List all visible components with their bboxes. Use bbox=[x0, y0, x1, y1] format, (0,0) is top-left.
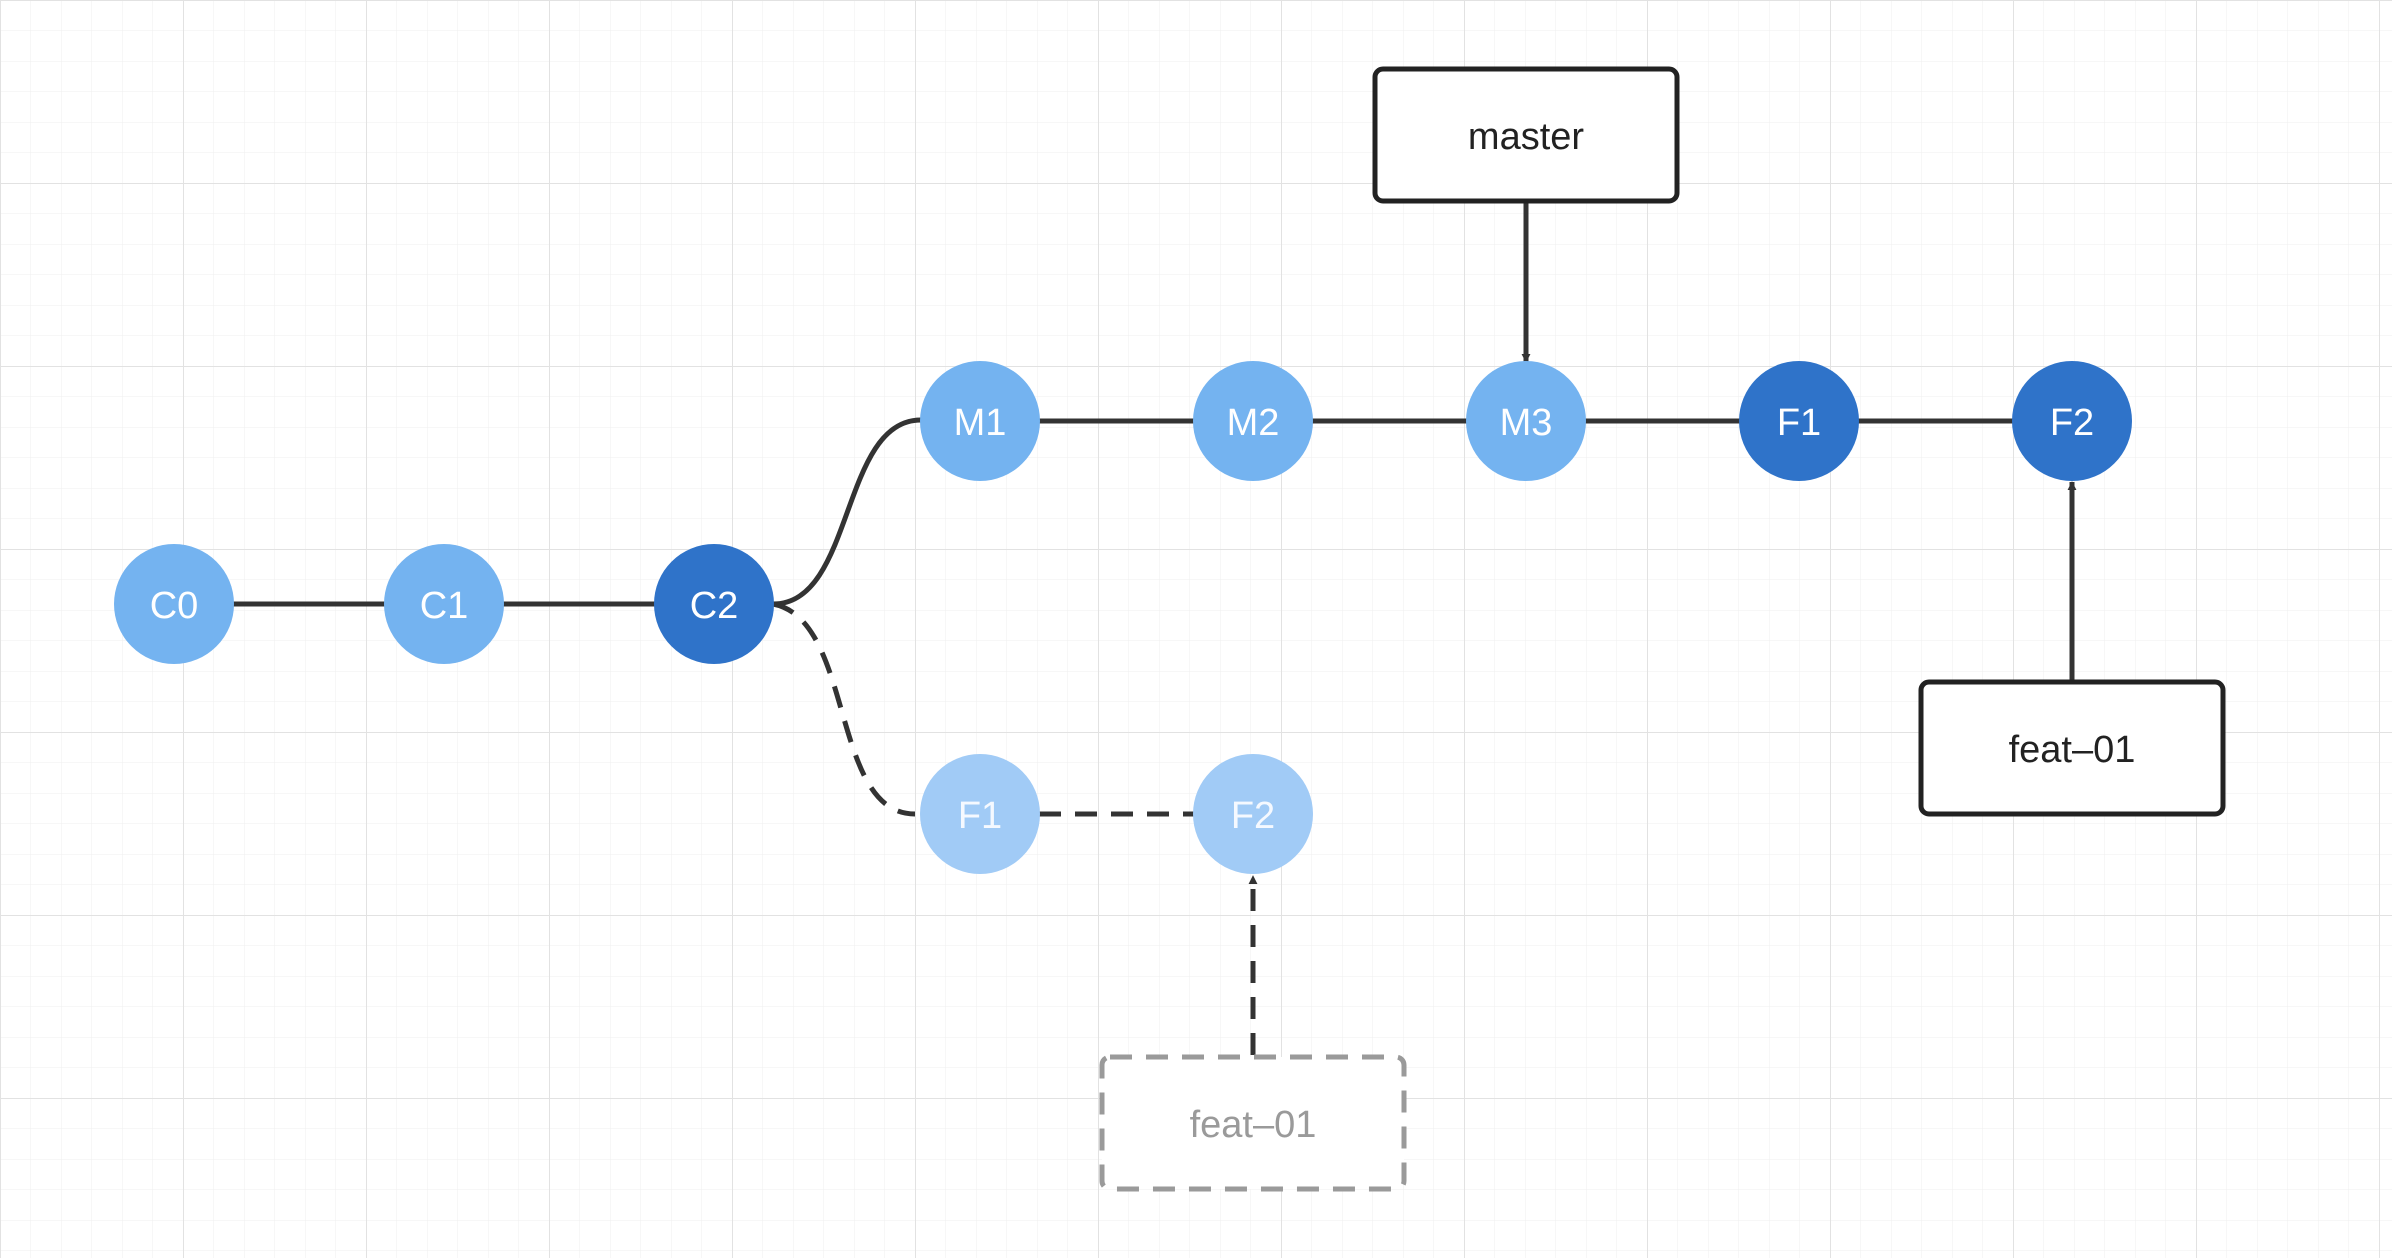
edges bbox=[232, 417, 2013, 817]
branch-master-box[interactable]: master bbox=[1372, 66, 1680, 204]
commit-c1-label: C1 bbox=[420, 585, 469, 627]
commit-m3-label: M3 bbox=[1500, 402, 1553, 444]
branch-master-label: master bbox=[1468, 116, 1584, 158]
commit-f2-original[interactable]: F2 bbox=[1193, 754, 1313, 874]
commit-f1-original-label: F1 bbox=[958, 795, 1002, 837]
commit-c2-label: C2 bbox=[690, 585, 739, 627]
commit-f1-rebased-label: F1 bbox=[1777, 402, 1821, 444]
branch-feat-label: feat–01 bbox=[2009, 729, 2136, 771]
commit-m1-label: M1 bbox=[954, 402, 1007, 444]
commit-c2[interactable]: C2 bbox=[654, 544, 774, 664]
commit-f2-original-label: F2 bbox=[1231, 795, 1275, 837]
commit-m1[interactable]: M1 bbox=[920, 361, 1040, 481]
commit-f1-rebased[interactable]: F1 bbox=[1739, 361, 1859, 481]
commit-f2-rebased[interactable]: F2 bbox=[2012, 361, 2132, 481]
commit-m2[interactable]: M2 bbox=[1193, 361, 1313, 481]
branch-feat-ghost-label: feat–01 bbox=[1190, 1104, 1317, 1146]
commit-f2-rebased-label: F2 bbox=[2050, 402, 2094, 444]
commit-c1[interactable]: C1 bbox=[384, 544, 504, 664]
commit-c0[interactable]: C0 bbox=[114, 544, 234, 664]
branch-feat-ghost-box[interactable]: feat–01 bbox=[1099, 1054, 1407, 1192]
commit-m2-label: M2 bbox=[1227, 402, 1280, 444]
branch-feat-box[interactable]: feat–01 bbox=[1918, 679, 2226, 817]
edge-c2-m1 bbox=[772, 417, 922, 607]
commit-m3[interactable]: M3 bbox=[1466, 361, 1586, 481]
commit-f1-original[interactable]: F1 bbox=[920, 754, 1040, 874]
commit-c0-label: C0 bbox=[150, 585, 199, 627]
